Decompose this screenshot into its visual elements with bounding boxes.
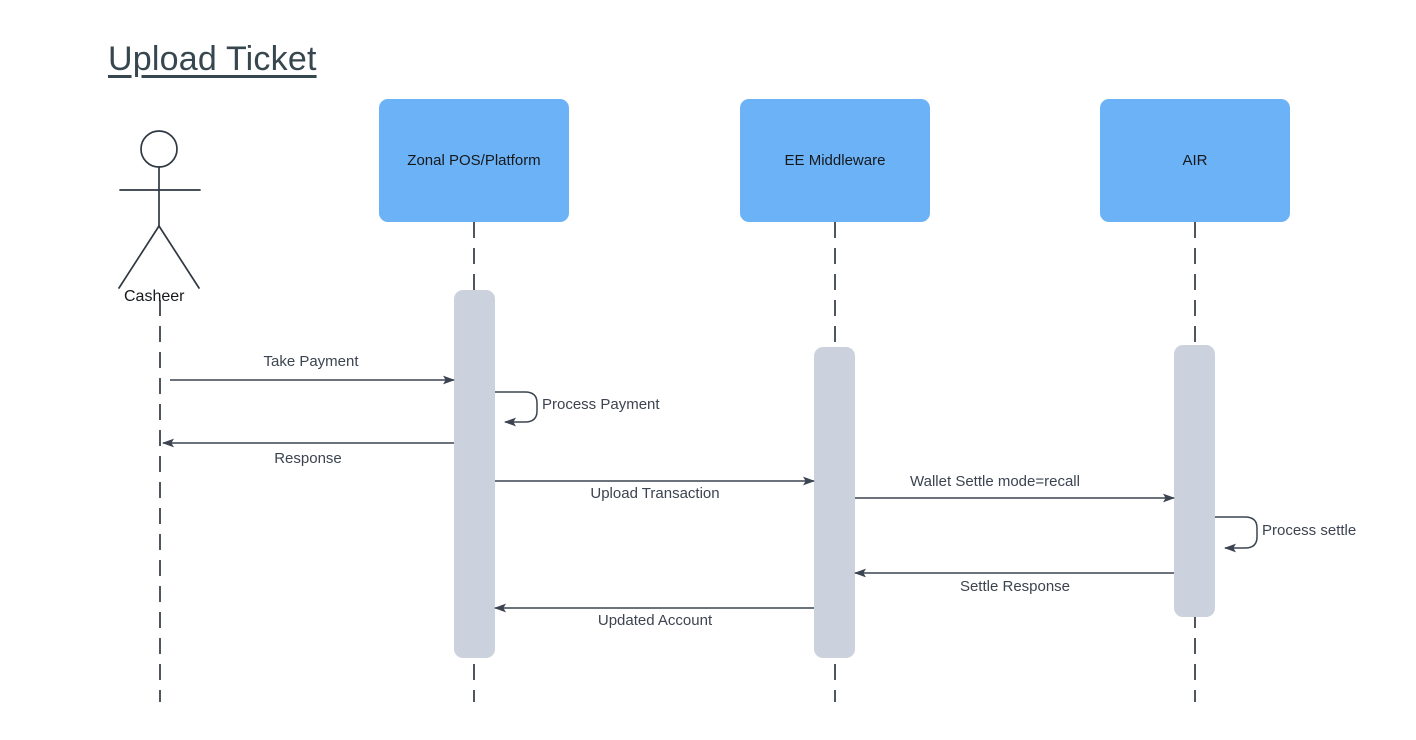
arrow-process-payment — [495, 391, 538, 427]
participant-label: Zonal POS/Platform — [407, 152, 541, 169]
message-label-upload-transaction: Upload Transaction — [590, 485, 720, 502]
participant-label: AIR — [1182, 152, 1208, 169]
message-label-settle-response: Settle Response — [959, 578, 1071, 595]
actor-head-icon — [140, 130, 178, 168]
message-label-wallet-settle: Wallet Settle mode=recall — [910, 473, 1080, 490]
participant-label: EE Middleware — [784, 152, 886, 169]
page-title: Upload Ticket — [108, 40, 317, 78]
actor-left-leg — [118, 225, 160, 289]
arrow-process-settle — [1215, 516, 1258, 553]
actor-label-casheer: Casheer — [124, 288, 185, 305]
activation-bar-zonal — [454, 290, 495, 658]
message-label-process-settle: Process settle — [1262, 522, 1357, 539]
message-label-response: Response — [274, 450, 342, 467]
activation-bars — [454, 290, 1215, 658]
actor-figure-icon — [118, 130, 201, 289]
participant-air[interactable]: AIR — [1100, 99, 1290, 222]
actor-right-leg — [158, 225, 200, 289]
participant-zonal-pos-platform[interactable]: Zonal POS/Platform — [379, 99, 569, 222]
activation-bar-middleware — [814, 347, 855, 658]
activation-bar-air — [1174, 345, 1215, 617]
message-arrows — [162, 375, 1258, 613]
message-label-take-payment: Take Payment — [263, 353, 359, 370]
participant-ee-middleware[interactable]: EE Middleware — [740, 99, 930, 222]
message-label-process-payment: Process Payment — [542, 396, 660, 413]
message-label-updated-account: Updated Account — [597, 612, 713, 629]
